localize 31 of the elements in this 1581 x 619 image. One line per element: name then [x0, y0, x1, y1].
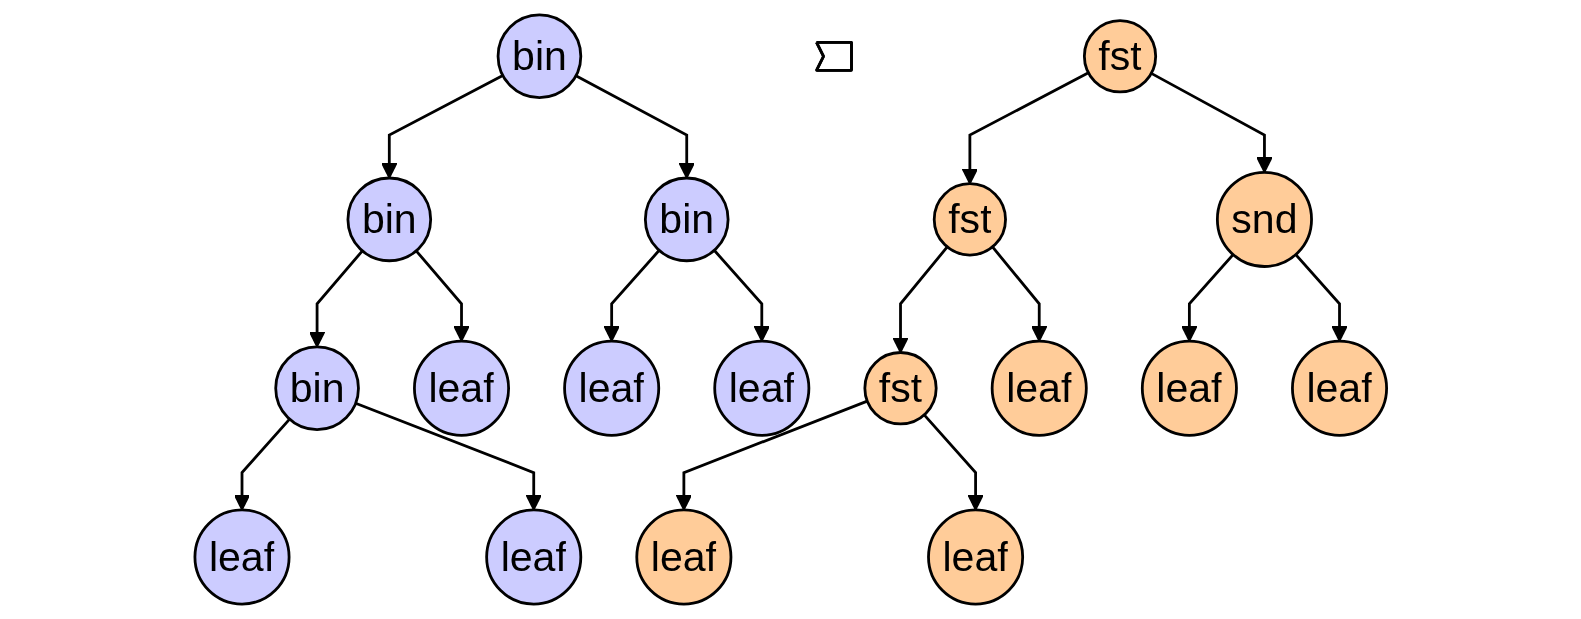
- arrow: [1294, 253, 1348, 342]
- node-circle: bin: [496, 13, 582, 100]
- node-circle: leaf: [1140, 339, 1238, 437]
- node-circle: leaf: [193, 508, 291, 606]
- arrow: [233, 418, 291, 511]
- node-circle: leaf: [926, 508, 1024, 606]
- arrow: [1180, 253, 1234, 342]
- node-circle: leaf: [1290, 339, 1388, 437]
- node-circle: fst: [932, 182, 1007, 257]
- node-circle: bin: [346, 176, 432, 263]
- arrow: [354, 401, 542, 511]
- node-circle: leaf: [562, 339, 660, 437]
- node-circle: leaf: [990, 339, 1088, 437]
- node-circle: leaf: [484, 508, 582, 606]
- node-circle: snd: [1215, 170, 1313, 268]
- arrow: [712, 249, 770, 342]
- arrow: [575, 74, 695, 179]
- node-circle: leaf: [635, 508, 733, 606]
- arrow: [603, 249, 660, 342]
- node-circle: leaf: [412, 339, 510, 437]
- arrow: [308, 249, 364, 348]
- node-circle: bin: [274, 345, 360, 431]
- arrow: [675, 399, 868, 511]
- node-circle: fst: [1082, 19, 1157, 94]
- arrow: [922, 413, 984, 511]
- node-circle: leaf: [713, 339, 810, 437]
- node-circle: fst: [863, 351, 938, 426]
- arrow: [380, 74, 504, 179]
- arrow: [991, 246, 1048, 342]
- arrow: [414, 249, 470, 342]
- node-circle: bin: [643, 176, 730, 263]
